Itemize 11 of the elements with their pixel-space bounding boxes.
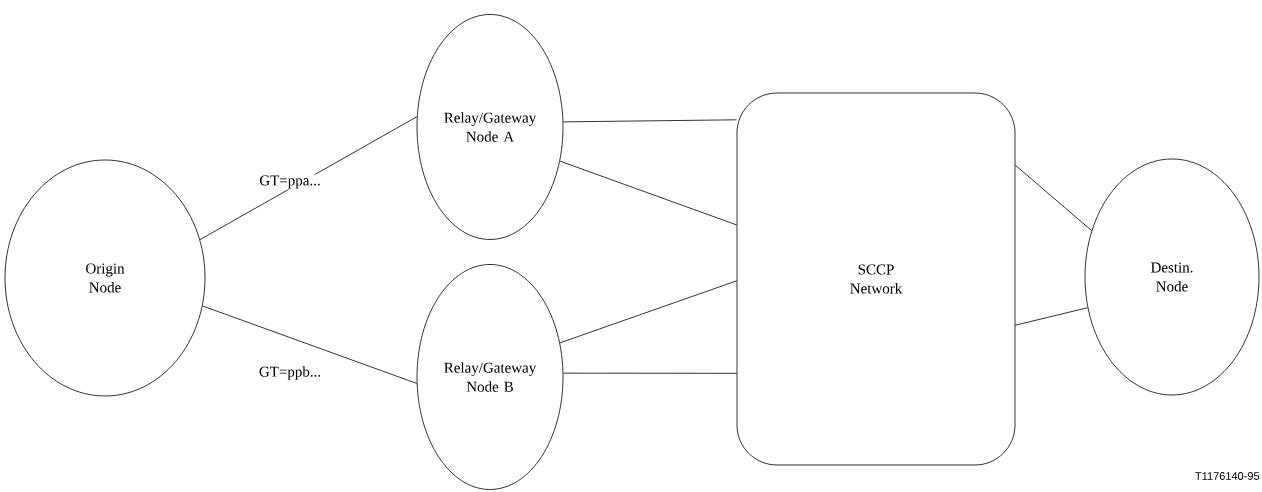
connector-line [1015,164,1092,231]
connector-line [562,119,737,123]
connector-line [559,280,737,344]
edge-label: GT=ppa... [258,174,322,190]
network-box: SCCP Network [736,92,1016,466]
connector-line [202,305,418,384]
figure-number: T1176140-95 [1195,472,1260,480]
connector-line [562,372,737,374]
edge-label: GT=ppb... [257,365,323,381]
connector-line [559,160,737,226]
connector-line [1015,307,1088,326]
